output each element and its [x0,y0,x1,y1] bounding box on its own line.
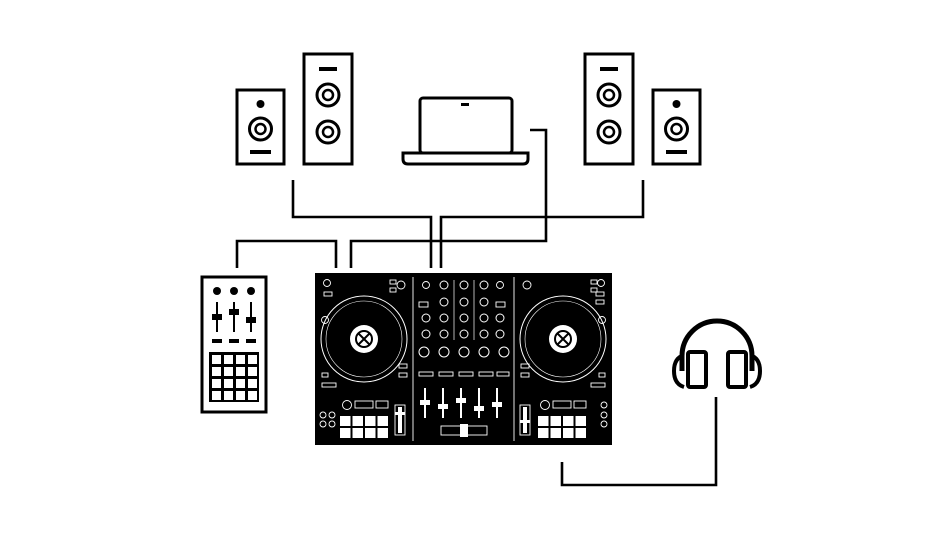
sampler-pad [224,355,233,364]
sampler-pad-grid [209,352,259,402]
eq-knob [459,297,469,307]
sampler-pad [236,355,245,364]
eq-knob [479,280,489,290]
fader-cap [456,398,466,403]
laptop-icon [418,96,514,155]
left-jog-wheel [320,295,408,383]
eq-knob [459,313,469,323]
connection-lines [235,128,718,487]
sampler-pad [248,355,257,364]
fader-cap [474,406,484,411]
sampler-pad [212,391,221,400]
performance-pad [377,428,388,438]
eq-knob [439,280,449,290]
dj-controller [315,273,612,445]
side-knob [495,329,505,339]
performance-pad [352,416,363,426]
right-jog-wheel [519,295,607,383]
performance-pad [340,416,351,426]
fader-cap [420,400,430,405]
performance-pad [377,416,388,426]
eq-knob [459,280,469,290]
laptop [401,96,530,166]
performance-pad [538,416,549,426]
sampler-pad [212,367,221,376]
mixer-knob-grid [421,280,505,340]
sampler-pad [248,379,257,388]
speaker-small-left [235,88,286,166]
cable-sampler [235,239,338,268]
performance-pad [365,428,376,438]
right-deck-pads [538,416,586,438]
sampler-pad [224,367,233,376]
sampler-pad [224,391,233,400]
channel-faders [420,388,502,418]
left-deck-pads [340,416,388,438]
performance-pad [563,428,574,438]
speaker-small-right [651,88,702,166]
cable-left-speakers [291,180,433,268]
sampler-pad [224,379,233,388]
sampler-pad [236,379,245,388]
fader-track [442,388,444,418]
fader-track [478,388,480,418]
performance-pad [365,416,376,426]
eq-knob [479,313,489,323]
headphones [671,318,763,389]
performance-pad [575,428,586,438]
sampler-pad [212,379,221,388]
sampler-controller [200,275,268,414]
performance-pad [575,416,586,426]
side-knob [495,313,505,323]
performance-pad [550,428,561,438]
performance-pad [563,416,574,426]
side-knob [421,329,431,339]
performance-pad [340,428,351,438]
speaker-icon [302,52,354,166]
speaker-tall-left [302,52,354,166]
sampler-pad [236,367,245,376]
cable-headphones [560,397,718,487]
eq-knob [459,329,469,339]
speaker-icon [583,52,635,166]
performance-pad [352,428,363,438]
eq-knob [439,297,449,307]
fader-cap [438,404,448,409]
sampler-pad [248,391,257,400]
eq-knob [439,313,449,323]
eq-knob [439,329,449,339]
sampler-pad [248,367,257,376]
headphones-icon [671,318,763,389]
speaker-tall-right [583,52,635,166]
eq-knob [479,329,489,339]
sampler-pad [236,391,245,400]
side-knob [421,313,431,323]
cable-laptop [349,128,548,268]
fader-cap [492,402,502,407]
performance-pad [550,416,561,426]
cable-right-speakers [439,180,645,268]
performance-pad [538,428,549,438]
crossfader [440,424,488,437]
eq-knob [479,297,489,307]
sampler-pad [212,355,221,364]
